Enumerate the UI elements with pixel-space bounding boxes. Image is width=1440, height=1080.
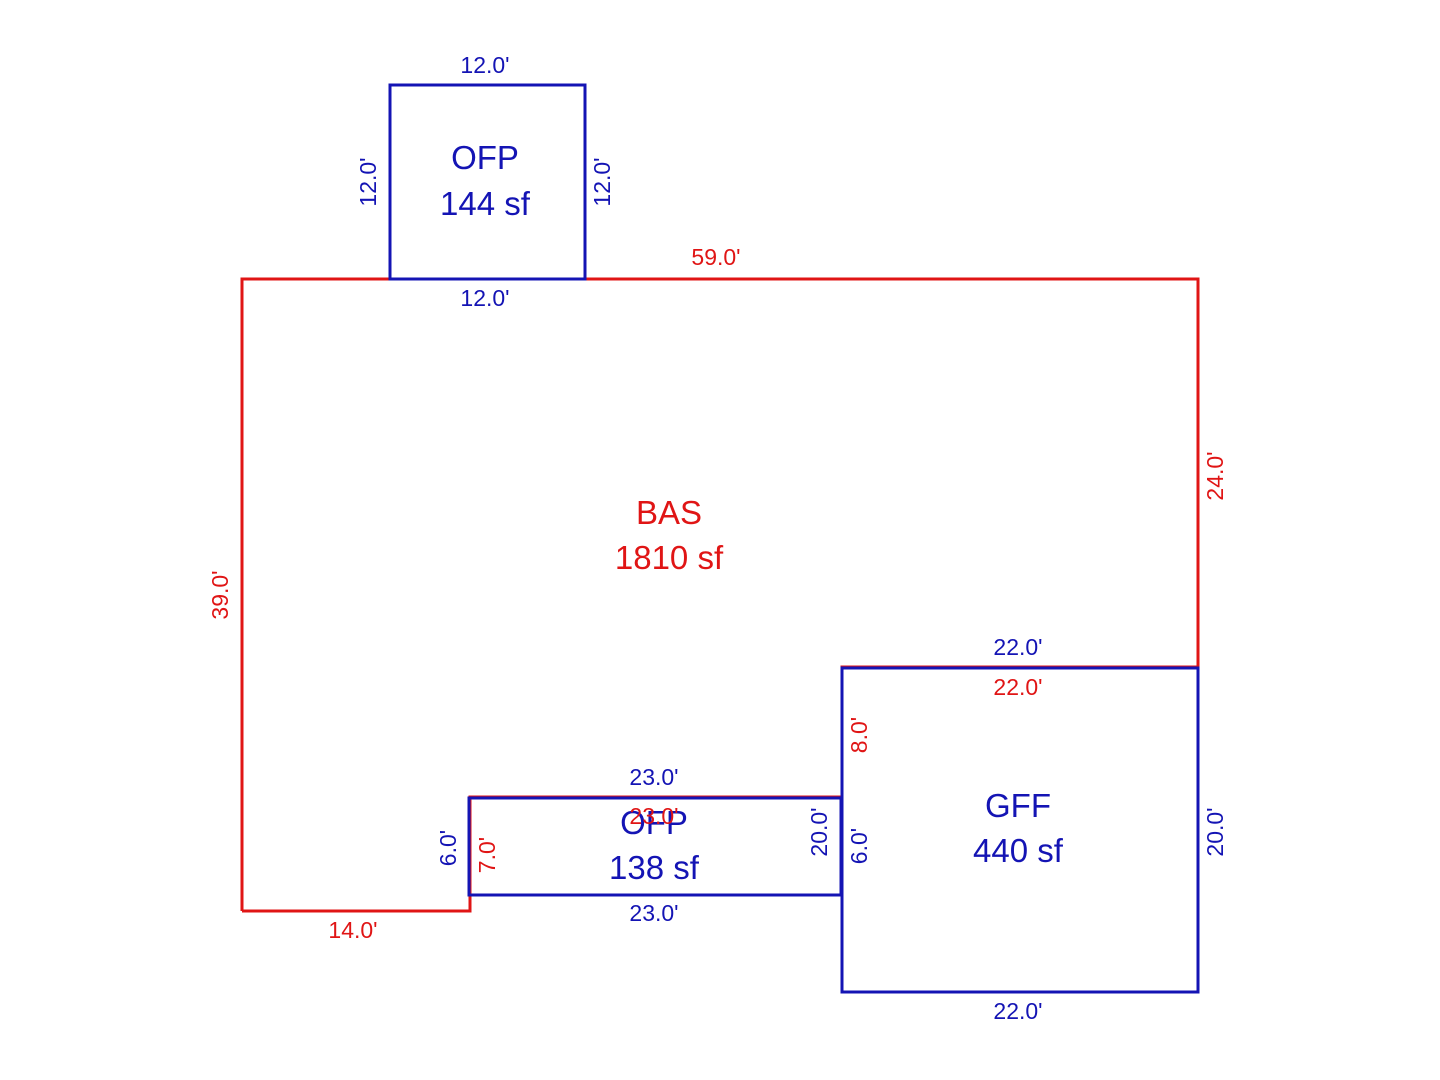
ofp-top-outline (388, 83, 587, 281)
dim-bas-notch-vertical: 7.0' (474, 837, 500, 873)
dim-ofp-bottom-left: 6.0' (435, 830, 461, 866)
dim-bas-gff-vertical: 8.0' (846, 717, 872, 753)
dim-ofp-top-right: 12.0' (589, 157, 615, 206)
dim-ofp-top-left: 12.0' (355, 157, 381, 206)
dim-bas-notch-horizontal: 23.0' (629, 803, 678, 829)
dim-ofp-bottom-bottom: 23.0' (629, 900, 678, 926)
bas-name: BAS (636, 494, 702, 531)
dim-ofp-bottom-top: 23.0' (629, 764, 678, 790)
gff-outline (840, 666, 1200, 994)
dim-bas-left: 39.0' (207, 570, 233, 619)
dim-gff-bottom: 22.0' (993, 998, 1042, 1024)
ofp-bottom-size: 138 sf (609, 849, 700, 886)
dim-bas-right: 24.0' (1202, 451, 1228, 500)
dim-ofp-top-bottom: 12.0' (460, 285, 509, 311)
bas-size: 1810 sf (615, 539, 724, 576)
ofp-bottom-name: OFP (620, 804, 688, 841)
ofp-top-name: OFP (451, 139, 519, 176)
dim-bas-top: 59.0' (691, 244, 740, 270)
dim-gff-right: 20.0' (1202, 807, 1228, 856)
ofp-top-size: 144 sf (440, 185, 531, 222)
gff-name: GFF (985, 787, 1051, 824)
dim-bas-gff-top: 22.0' (993, 674, 1042, 700)
gff-size: 440 sf (973, 832, 1064, 869)
dim-gff-left: 6.0' (846, 828, 872, 864)
bas-outline (240, 277, 1200, 913)
dim-ofp-bottom-right: 20.0' (806, 807, 832, 856)
dim-ofp-top-top: 12.0' (460, 52, 509, 78)
dim-gff-top: 22.0' (993, 634, 1042, 660)
dim-bas-bottom-left: 14.0' (328, 917, 377, 943)
